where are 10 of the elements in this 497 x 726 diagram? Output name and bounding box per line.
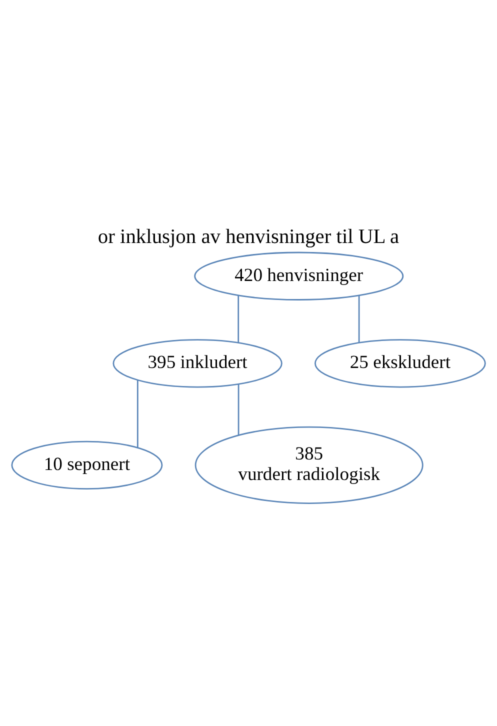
node-ellipse: 385 vurdert radiologisk [194, 426, 424, 504]
connector [136, 380, 138, 448]
node-ellipse: 10 seponert [11, 440, 163, 490]
node-ellipse: 25 ekskludert [314, 339, 486, 388]
connector [358, 296, 360, 343]
node-ellipse: 420 henvisninger [194, 252, 404, 300]
node-ellipse: 395 inkludert [112, 339, 282, 388]
connector [238, 384, 240, 436]
diagram-title: or inklusjon av henvisninger til UL a [98, 226, 400, 248]
connector [238, 296, 240, 343]
